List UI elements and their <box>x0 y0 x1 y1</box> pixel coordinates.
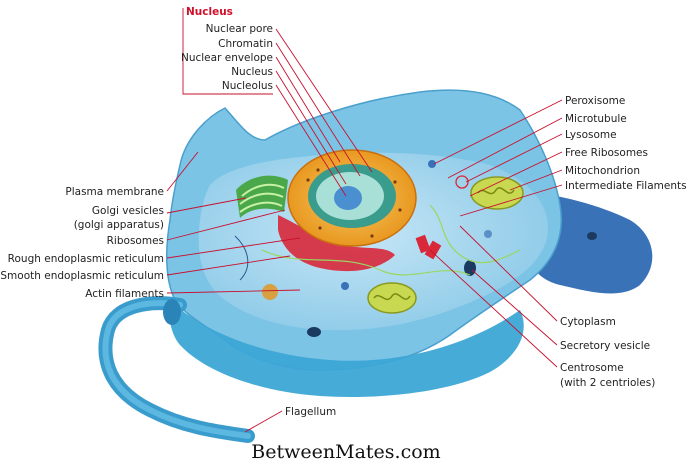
right-label-group: Peroxisome Microtubule Lysosome Free Rib… <box>429 95 687 389</box>
vesicle-shape <box>262 284 278 300</box>
label-flagellum: Flagellum <box>285 406 336 418</box>
cell-base <box>169 300 524 397</box>
golgi-apparatus-shape <box>236 175 288 218</box>
label-golgi-apparatus: (golgi apparatus) <box>74 219 164 231</box>
label-rough-er: Rough endoplasmic reticulum <box>8 253 164 265</box>
vesicle-shape <box>484 230 492 238</box>
bottom-label-group: Flagellum <box>244 406 336 433</box>
filament-shape <box>261 249 471 276</box>
nucleus-label-group: Nucleus Nuclear pore Chromatin Nuclear e… <box>181 6 373 197</box>
label-nuclear-envelope: Nuclear envelope <box>181 52 273 64</box>
label-nucleus-heading: Nucleus <box>186 6 233 18</box>
mitochondrion-shape <box>470 176 524 210</box>
left-label-group: Plasma membrane Golgi vesicles (golgi ap… <box>0 151 301 300</box>
label-cytoplasm: Cytoplasm <box>560 316 616 328</box>
lysosome-shape <box>455 175 469 189</box>
rough-er-shape <box>278 215 395 272</box>
label-nuclear-pore: Nuclear pore <box>206 23 273 35</box>
vesicle-shape <box>341 282 349 290</box>
label-golgi-vesicles: Golgi vesicles <box>92 205 164 217</box>
label-plasma-membrane: Plasma membrane <box>65 186 164 198</box>
centrosome-shape <box>415 234 442 260</box>
vacuole-spot <box>587 232 597 240</box>
label-actin-filaments: Actin filaments <box>85 288 164 300</box>
mitochondrion-shape-2 <box>367 282 417 314</box>
label-nucleus: Nucleus <box>231 66 273 78</box>
label-microtubule: Microtubule <box>565 113 627 125</box>
vacuole-spot <box>307 327 321 337</box>
filament-shape <box>429 204 521 264</box>
label-centrosome-note: (with 2 centrioles) <box>560 377 655 389</box>
label-secretory-vesicle: Secretory vesicle <box>560 340 650 352</box>
label-nucleolus: Nucleolus <box>222 80 273 92</box>
label-ribosomes: Ribosomes <box>107 235 164 247</box>
label-peroxisome: Peroxisome <box>565 95 625 107</box>
label-lysosome: Lysosome <box>565 129 617 141</box>
nucleus-shape <box>287 149 417 247</box>
label-intermediate-filaments: Intermediate Filaments <box>565 180 687 192</box>
flagellum-shape <box>98 296 255 443</box>
label-centrosome: Centrosome <box>560 362 624 374</box>
vacuole-spot <box>464 260 476 276</box>
label-mitochondrion: Mitochondrion <box>565 165 640 177</box>
site-watermark: BetweenMates.com <box>251 441 440 463</box>
filament-shape <box>234 235 249 281</box>
peroxisome-shape <box>428 160 436 168</box>
label-free-ribosomes: Free Ribosomes <box>565 147 648 159</box>
label-chromatin: Chromatin <box>218 38 273 50</box>
label-smooth-er: Smooth endoplasmic reticulum <box>0 270 164 282</box>
nucleolus-shape <box>334 186 362 210</box>
